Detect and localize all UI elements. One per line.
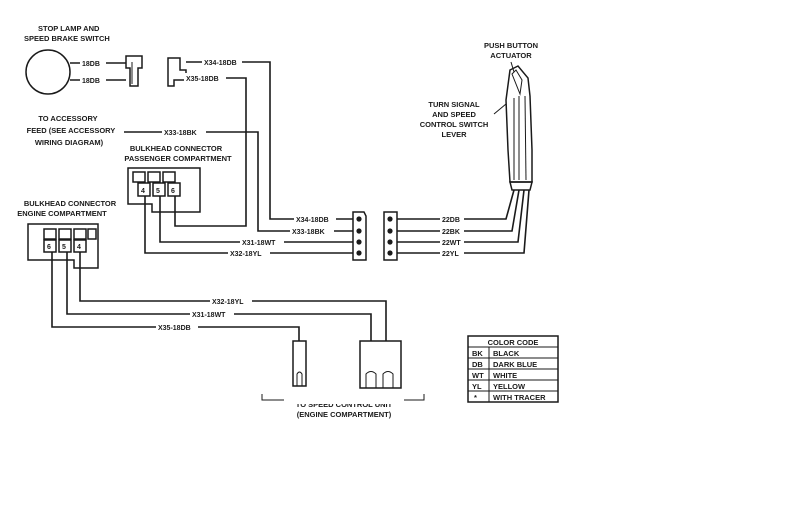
turn-signal-label-line: AND SPEED [432,110,476,119]
bulkhead-connector-passenger: 4 5 6 [127,167,201,213]
wire-label-22wt: 22WT [442,240,461,247]
speed-unit-connector-small [292,340,307,387]
pin-engine-6: 6 [47,244,51,251]
stop-lamp-switch [25,49,71,95]
bulkhead-connector-engine: 6 5 4 [27,223,99,269]
push-button-label: PUSH BUTTON ACTUATOR [484,41,538,60]
turn-signal-label: TURN SIGNAL AND SPEED CONTROL SWITCH LEV… [420,100,489,139]
wire-label-x32-mid: X32-18YL [230,251,262,258]
color-code-cell: BK [472,349,483,358]
accessory-label-line: WIRING DIAGRAM) [35,138,104,147]
wire-label-22bk: 22BK [442,229,460,236]
wire-x32 [144,196,353,254]
color-code-title: COLOR CODE [488,338,539,347]
stop-lamp-label-line: STOP LAMP AND [38,24,100,33]
wire-label-x34-top: X34-18DB [204,60,237,67]
turn-signal-label-line: LEVER [441,130,467,139]
speed-control-unit-label-line: TO SPEED CONTROL UNIT [296,400,393,409]
wire-labels: X34-18DB X35-18DB X33-18BK X34-18DB X33-… [156,57,336,332]
bulkhead-passenger-label-line: PASSENGER COMPARTMENT [124,154,232,163]
bulkhead-passenger-label-line: BULKHEAD CONNECTOR [130,144,223,153]
color-code-cell: YELLOW [493,382,526,391]
turn-signal-label-line: TURN SIGNAL [428,100,480,109]
color-code-cell: DB [472,360,483,369]
switch-harness-connector [352,211,367,261]
wire-x34 [186,61,353,220]
turn-signal-lever [493,65,533,191]
wire-label-22yl: 22YL [442,251,459,258]
wire-label-x35-low: X35-18DB [158,325,191,332]
accessory-label-line: TO ACCESSORY [38,114,97,123]
mating-connector [167,57,187,87]
wire-x35-passenger [174,196,200,227]
wire-label-x33-feed: X33-18BK [164,130,197,137]
wire-label-switch-bottom: 18DB [82,78,100,85]
wire-22bk [397,189,520,232]
pin-passenger-4: 4 [141,188,145,195]
bulkhead-passenger-label: BULKHEAD CONNECTOR PASSENGER COMPARTMENT [124,144,232,163]
actuator-pointer [510,61,515,73]
wire-label-x35-top: X35-18DB [186,76,219,83]
speed-unit-bracket-gap [284,396,404,404]
wire-22yl [397,189,530,254]
color-code-cell: YL [472,382,482,391]
pin-passenger-6: 6 [171,188,175,195]
lever-harness-connector [383,211,398,261]
wire-22wt [397,189,525,243]
pin-engine-4: 4 [77,244,81,251]
speed-unit-connector-large [359,340,402,389]
wire-label-switch-top: 18DB [82,61,100,68]
pin-passenger-5: 5 [156,188,160,195]
wire-label-bg [80,58,106,67]
push-button-label-line: ACTUATOR [490,51,532,60]
wire-label-22db: 22DB [442,217,460,224]
color-code-cell: WT [472,371,484,380]
wire-label-x34-mid: X34-18DB [296,217,329,224]
stop-lamp-label-line: SPEED BRAKE SWITCH [24,34,110,43]
color-code-cell: WHITE [493,371,517,380]
bulkhead-engine-label-line: ENGINE COMPARTMENT [17,209,107,218]
turn-signal-label-line: CONTROL SWITCH [420,120,489,129]
wire-label-x31-mid: X31-18WT [242,240,276,247]
wire-22db [397,189,515,220]
wire-label-x32-low: X32-18YL [212,299,244,306]
color-code-table: COLOR CODE BK BLACK DB DARK BLUE WT WHIT… [467,335,559,403]
bulkhead-engine-label: BULKHEAD CONNECTOR ENGINE COMPARTMENT [17,199,116,218]
color-code-cell: DARK BLUE [493,360,537,369]
speed-control-unit-label: TO SPEED CONTROL UNIT (ENGINE COMPARTMEN… [296,400,393,419]
bulkhead-engine-label-line: BULKHEAD CONNECTOR [24,199,117,208]
color-code-cell: WITH TRACER [493,393,546,402]
wire-label-x31-low: X31-18WT [192,312,226,319]
wire-label-bg [80,75,106,84]
push-button-label-line: PUSH BUTTON [484,41,538,50]
color-code-cell: BLACK [493,349,520,358]
speed-control-unit-label-line: (ENGINE COMPARTMENT) [297,410,392,419]
lever-wire-labels: 22DB 22BK 22WT 22YL [440,214,464,258]
stop-lamp-label: STOP LAMP AND SPEED BRAKE SWITCH [24,24,110,43]
accessory-label-line: FEED (SEE ACCESSORY [27,126,116,135]
color-code-cell: * [474,393,477,402]
wire-label-x33-mid: X33-18BK [292,229,325,236]
pin-engine-5: 5 [62,244,66,251]
switch-connector [125,55,143,87]
accessory-label: TO ACCESSORY FEED (SEE ACCESSORY WIRING … [27,114,116,147]
